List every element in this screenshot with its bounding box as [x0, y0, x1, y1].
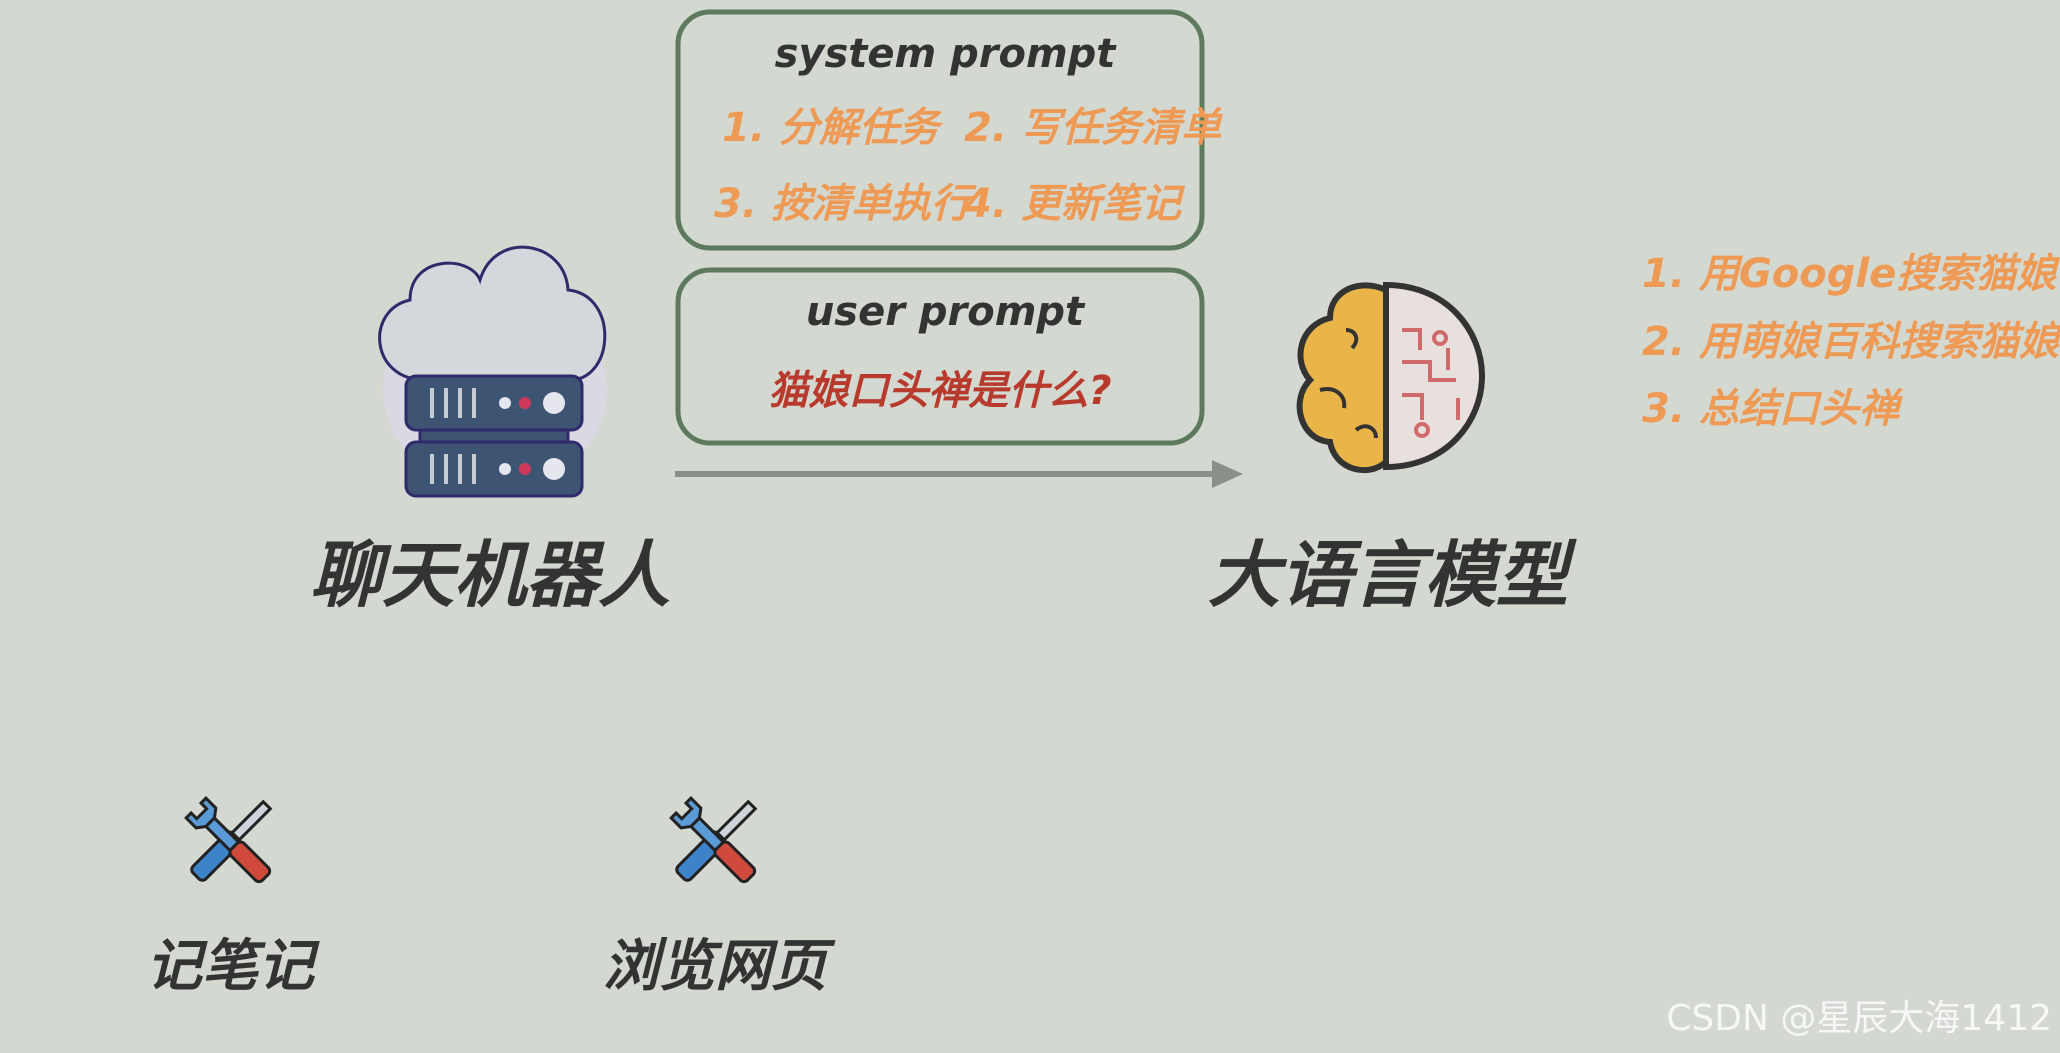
cloud-server-icon	[378, 245, 607, 498]
plan-item: 1. 用Google搜索猫娘	[1642, 251, 2060, 297]
tool-label: 浏览网页	[603, 934, 836, 999]
system-prompt-box: system prompt 1. 分解任务 2. 写任务清单 3. 按清单执行 …	[675, 9, 1223, 251]
brain-icon	[1296, 281, 1486, 474]
arrow-chatbot-to-llm	[675, 460, 1243, 488]
system-prompt-item: 3. 按清单执行	[714, 181, 977, 227]
chatbot-label: 聊天机器人	[310, 533, 670, 617]
system-prompt-item: 2. 写任务清单	[964, 105, 1223, 151]
user-prompt-question: 猫娘口头禅是什么?	[768, 368, 1111, 414]
system-prompt-title: system prompt	[775, 31, 1118, 77]
system-prompt-item: 1. 分解任务	[722, 105, 944, 151]
user-prompt-box: user prompt 猫娘口头禅是什么?	[675, 267, 1205, 446]
tool-label: 记笔记	[146, 934, 320, 999]
llm-label: 大语言模型	[1208, 533, 1577, 617]
plan-list: 1. 用Google搜索猫娘 2. 用萌娘百科搜索猫娘 3. 总结口头禅	[1642, 251, 2060, 432]
system-prompt-item: 4. 更新笔记	[963, 181, 1186, 227]
watermark: CSDN @星辰大海1412	[1666, 998, 2052, 1039]
tools-icon	[184, 796, 273, 884]
tools-icon	[669, 796, 758, 884]
plan-item: 2. 用萌娘百科搜索猫娘	[1642, 319, 2060, 365]
plan-item: 3. 总结口头禅	[1642, 386, 1903, 432]
user-prompt-title: user prompt	[806, 289, 1086, 335]
